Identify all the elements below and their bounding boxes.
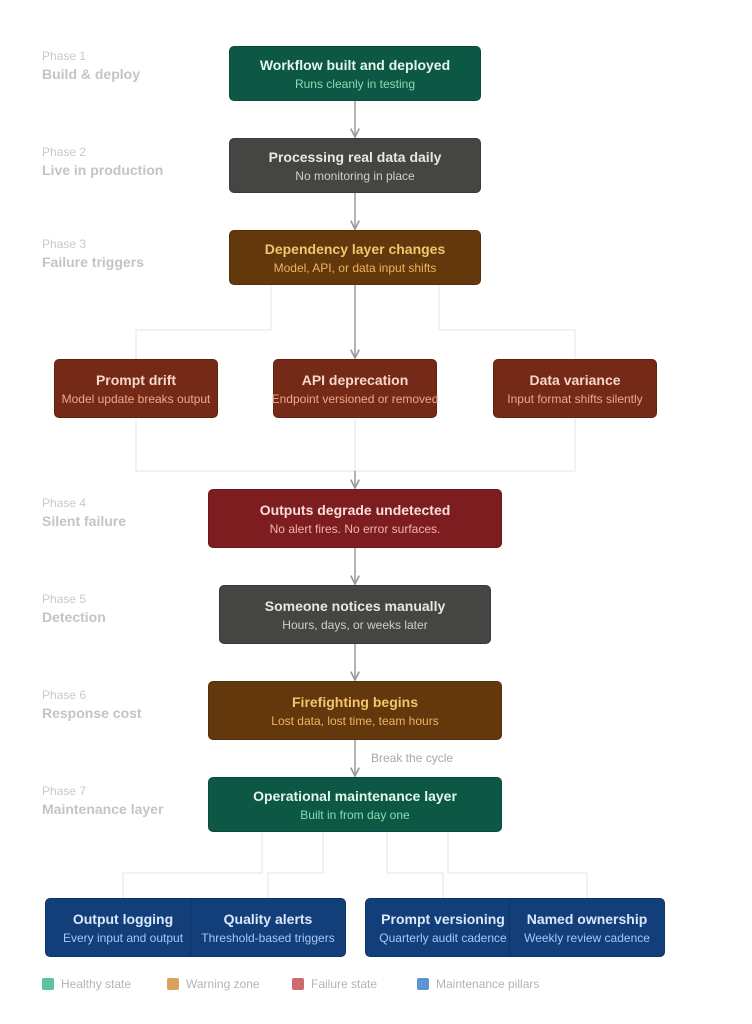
- branch-to-data-variance: [438, 285, 576, 359]
- node-subtitle: No alert fires. No error surfaces.: [269, 521, 441, 536]
- legend-item-healthy: Healthy state: [42, 977, 131, 991]
- node-workflow-deployed[interactable]: Workflow built and deployed Runs cleanly…: [229, 46, 481, 101]
- phase-name: Live in production: [42, 162, 164, 178]
- phase-1-label: Phase 1 Build & deploy: [42, 48, 140, 84]
- node-processing-real-data[interactable]: Processing real data daily No monitoring…: [229, 138, 481, 193]
- phase-number: Phase 6: [42, 688, 87, 702]
- merge-from-prompt-drift: [135, 418, 355, 472]
- node-subtitle: Model update breaks output: [61, 391, 211, 406]
- connector-output-logging: [122, 832, 263, 898]
- connector-prompt-versioning: [386, 832, 444, 898]
- phase-number: Phase 7: [42, 784, 87, 798]
- branch-to-prompt-drift: [135, 285, 272, 359]
- node-subtitle: Lost data, lost time, team hours: [271, 713, 439, 728]
- node-title: Firefighting begins: [292, 693, 418, 710]
- legend-label: Healthy state: [61, 977, 132, 991]
- phase-2-label: Phase 2 Live in production: [42, 144, 163, 180]
- node-subtitle: Threshold-based triggers: [201, 930, 335, 945]
- legend-label: Maintenance pillars: [436, 977, 540, 991]
- node-subtitle: Input format shifts silently: [507, 391, 643, 406]
- node-quality-alerts[interactable]: Quality alerts Threshold-based triggers: [190, 898, 346, 957]
- merge-from-data-variance: [355, 418, 576, 472]
- node-named-ownership[interactable]: Named ownership Weekly review cadence: [509, 898, 665, 957]
- node-title: Dependency layer changes: [264, 240, 446, 257]
- node-subtitle: Weekly review cadence: [524, 930, 650, 945]
- node-someone-notices[interactable]: Someone notices manually Hours, days, or…: [219, 585, 491, 644]
- phase-5-label: Phase 5 Detection: [42, 591, 106, 627]
- node-title: Outputs degrade undetected: [259, 501, 451, 518]
- phase-name: Response cost: [42, 705, 142, 721]
- legend-swatch-failure: [292, 978, 304, 990]
- legend-swatch-maintenance: [417, 978, 429, 990]
- legend-label: Failure state: [311, 977, 378, 991]
- legend-item-warning: Warning zone: [167, 977, 260, 991]
- phase-number: Phase 5: [42, 592, 87, 606]
- node-prompt-versioning[interactable]: Prompt versioning Quarterly audit cadenc…: [365, 898, 521, 957]
- node-title: Quality alerts: [223, 910, 313, 927]
- node-subtitle: Runs cleanly in testing: [294, 76, 416, 91]
- phase-name: Maintenance layer: [42, 801, 164, 817]
- node-dependency-layer-changes[interactable]: Dependency layer changes Model, API, or …: [229, 230, 481, 285]
- node-title: API deprecation: [301, 371, 409, 388]
- node-data-variance[interactable]: Data variance Input format shifts silent…: [493, 359, 657, 418]
- phase-7-label: Phase 7 Maintenance layer: [42, 783, 163, 819]
- node-title: Output logging: [72, 910, 174, 927]
- node-title: Prompt versioning: [381, 910, 505, 927]
- phase-name: Detection: [42, 609, 106, 625]
- connector-quality-alerts: [267, 832, 324, 898]
- legend-swatch-healthy: [42, 978, 54, 990]
- node-title: Someone notices manually: [264, 597, 446, 614]
- phase-3-label: Phase 3 Failure triggers: [42, 236, 144, 272]
- node-subtitle: Model, API, or data input shifts: [273, 260, 437, 275]
- node-subtitle: Built in from day one: [300, 807, 410, 822]
- phase-6-label: Phase 6 Response cost: [42, 687, 142, 723]
- node-title: Operational maintenance layer: [253, 787, 457, 804]
- node-subtitle: Hours, days, or weeks later: [282, 617, 428, 632]
- node-subtitle: No monitoring in place: [295, 168, 415, 183]
- node-subtitle: Every input and output: [62, 930, 184, 945]
- connector-named-ownership: [447, 832, 588, 898]
- node-maintenance-layer[interactable]: Operational maintenance layer Built in f…: [208, 777, 502, 832]
- node-title: Workflow built and deployed: [259, 56, 451, 73]
- node-title: Data variance: [529, 371, 621, 388]
- phase-4-label: Phase 4 Silent failure: [42, 495, 126, 531]
- phase-number: Phase 3: [42, 237, 87, 251]
- node-title: Named ownership: [526, 910, 648, 927]
- legend-item-maintenance: Maintenance pillars: [417, 977, 539, 991]
- node-firefighting[interactable]: Firefighting begins Lost data, lost time…: [208, 681, 502, 740]
- node-title: Prompt drift: [95, 371, 177, 388]
- phase-number: Phase 2: [42, 145, 87, 159]
- legend-swatch-warning: [167, 978, 179, 990]
- node-title: Processing real data daily: [268, 148, 442, 165]
- phase-name: Build & deploy: [42, 66, 140, 82]
- node-prompt-drift[interactable]: Prompt drift Model update breaks output: [54, 359, 218, 418]
- phase-name: Silent failure: [42, 513, 127, 529]
- phase-name: Failure triggers: [42, 254, 144, 270]
- node-api-deprecation[interactable]: API deprecation Endpoint versioned or re…: [271, 359, 439, 418]
- node-outputs-degrade[interactable]: Outputs degrade undetected No alert fire…: [208, 489, 502, 548]
- node-subtitle: Quarterly audit cadence: [379, 930, 507, 945]
- legend-item-failure: Failure state: [292, 977, 377, 991]
- phase-number: Phase 4: [42, 496, 87, 510]
- legend-label: Warning zone: [186, 977, 260, 991]
- node-output-logging[interactable]: Output logging Every input and output: [45, 898, 201, 957]
- node-subtitle: Endpoint versioned or removed: [271, 391, 439, 406]
- phase-number: Phase 1: [42, 49, 87, 63]
- edge-label-break-cycle: Break the cycle: [371, 751, 454, 765]
